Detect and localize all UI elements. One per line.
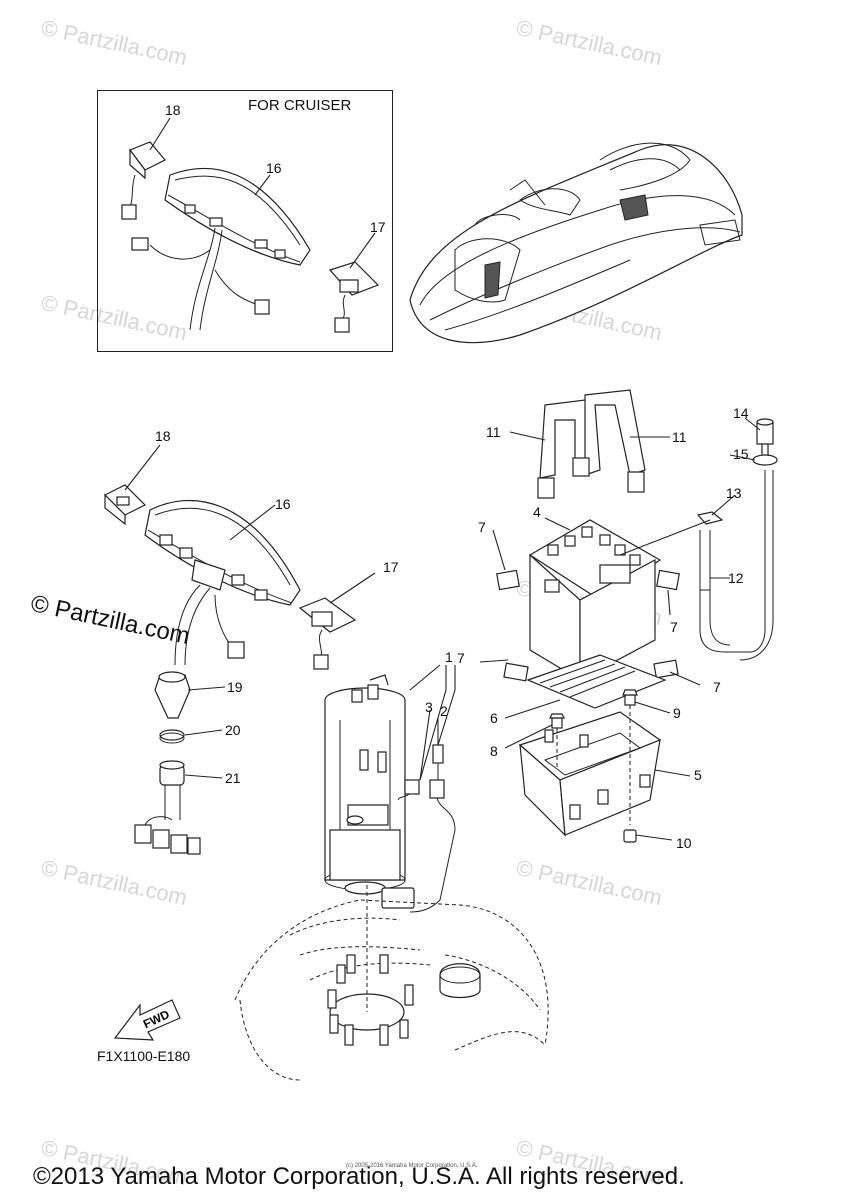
callout-17: 17 (383, 559, 399, 575)
small-copyright: (c) 2005-2016 Yamaha Motor Corporation, … (346, 1163, 478, 1169)
watercraft-illustration (409, 142, 743, 344)
for-cruiser-inset (97, 90, 393, 352)
callout-20: 20 (225, 722, 241, 738)
callout-9: 9 (673, 705, 681, 721)
callout-18-inset: 18 (165, 102, 181, 118)
callout-16: 16 (275, 496, 291, 512)
fwd-arrow: FWD (113, 999, 181, 1041)
callout-16-inset: 16 (266, 160, 282, 176)
callout-4: 4 (533, 504, 541, 520)
callout-7-b: 7 (670, 619, 678, 635)
callout-2: 2 (440, 703, 448, 719)
callout-5: 5 (694, 767, 702, 783)
callout-15: 15 (733, 446, 749, 462)
fuel-tank (234, 885, 549, 1081)
diagram-code: F1X1100-E180 (97, 1048, 191, 1064)
callout-21: 21 (225, 770, 241, 786)
callout-3: 3 (425, 699, 433, 715)
copyright-notice: ©2013 Yamaha Motor Corporation, U.S.A. A… (33, 1163, 685, 1190)
inset-meter-assembly (121, 141, 380, 333)
leader-lines (124, 117, 761, 841)
callout-11-a: 11 (486, 424, 501, 440)
callout-13: 13 (726, 485, 742, 501)
callout-7-c: 7 (457, 650, 465, 666)
callout-14: 14 (733, 405, 749, 421)
callout-7-d: 7 (713, 679, 721, 695)
callout-10: 10 (676, 835, 692, 851)
meter-assembly (103, 484, 357, 855)
callout-17-inset: 17 (370, 219, 386, 235)
battery-assembly (496, 389, 778, 843)
callout-labels: 18 16 17 18 16 17 19 20 21 1 3 2 4 5 6 7… (155, 102, 749, 851)
for-cruiser-title: FOR CRUISER (248, 97, 352, 114)
callout-1: 1 (445, 649, 453, 665)
fuel-sender-unit (324, 674, 456, 913)
callout-11-b: 11 (672, 429, 687, 445)
callout-19: 19 (227, 679, 243, 695)
callout-12: 12 (728, 570, 744, 586)
callout-7-a: 7 (478, 519, 486, 535)
callout-18: 18 (155, 428, 171, 444)
callout-6: 6 (490, 710, 498, 726)
callout-8: 8 (490, 743, 498, 759)
